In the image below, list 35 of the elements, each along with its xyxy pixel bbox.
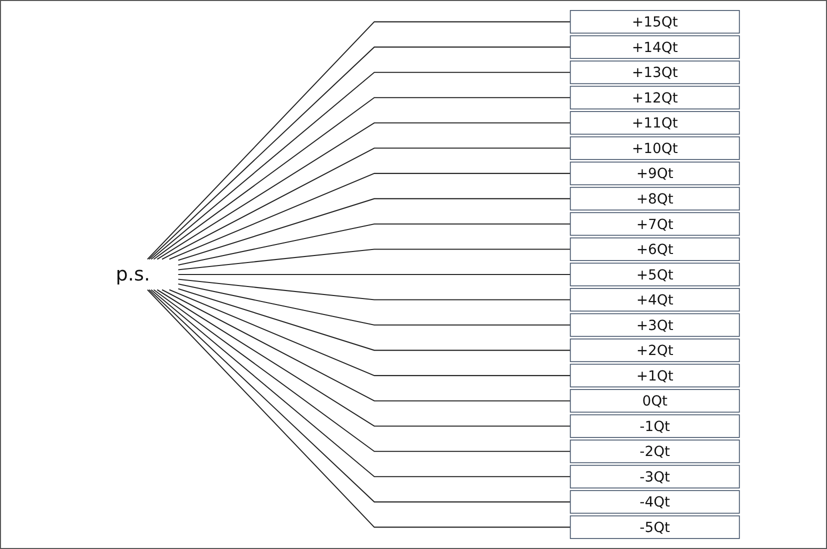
connector xyxy=(156,122,570,260)
node-box: +9Qt xyxy=(570,162,740,186)
node-box: +15Qt xyxy=(570,10,740,34)
node-box: +13Qt xyxy=(570,60,740,84)
node-box: -3Qt xyxy=(570,464,740,488)
node-text: p.s. xyxy=(116,263,150,286)
node-box: +6Qt xyxy=(570,237,740,261)
node-box: +5Qt xyxy=(570,262,740,286)
node-box: +4Qt xyxy=(570,288,740,312)
connector xyxy=(178,288,570,351)
node-box: 0Qt xyxy=(570,389,740,413)
connector xyxy=(162,289,570,402)
connector xyxy=(178,223,570,266)
connector xyxy=(169,172,570,260)
node-box: +11Qt xyxy=(570,111,740,135)
node-box: +8Qt xyxy=(570,186,740,210)
node-box: +2Qt xyxy=(570,338,740,362)
connector xyxy=(178,198,570,261)
node-box: -5Qt xyxy=(570,515,740,539)
node-box: +1Qt xyxy=(570,364,740,388)
connector xyxy=(162,148,570,260)
connector xyxy=(178,274,570,276)
connector xyxy=(178,278,570,300)
node-box: -2Qt xyxy=(570,440,740,464)
node-box: -1Qt xyxy=(570,414,740,438)
connector xyxy=(178,248,570,270)
node-box: +3Qt xyxy=(570,313,740,337)
node-box: -4Qt xyxy=(570,490,740,514)
node-box: +14Qt xyxy=(570,35,740,59)
node-box: +12Qt xyxy=(570,86,740,110)
connector xyxy=(178,283,570,326)
node-box: +7Qt xyxy=(570,212,740,236)
connector xyxy=(169,289,570,376)
connector xyxy=(156,289,570,427)
node-box: +10Qt xyxy=(570,136,740,160)
